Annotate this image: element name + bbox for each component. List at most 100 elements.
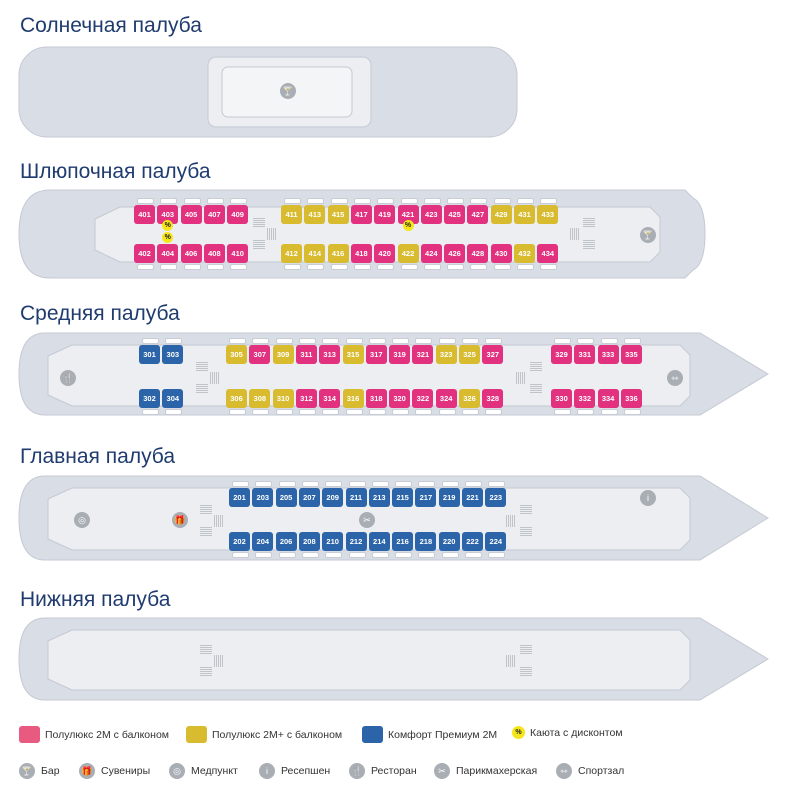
cabin-308[interactable]: 308 (249, 389, 271, 415)
cabin-202[interactable]: 202 (229, 532, 250, 558)
cabin-431[interactable]: 431 (514, 198, 535, 224)
cabin-414[interactable]: 414 (304, 244, 326, 270)
cabin-420[interactable]: 420 (374, 244, 396, 270)
cabin-430[interactable]: 430 (490, 244, 512, 270)
cabin-301[interactable]: 301 (139, 338, 160, 364)
restaurant-icon: 🍴 (349, 763, 365, 779)
cabin-204[interactable]: 204 (252, 532, 274, 558)
cabin-318[interactable]: 318 (365, 389, 387, 415)
cabin-224[interactable]: 224 (485, 532, 507, 558)
legend-label: Полулюкс 2М с балконом (45, 728, 170, 741)
cabin-315[interactable]: 315 (342, 338, 364, 364)
cabin-210[interactable]: 210 (322, 532, 344, 558)
cabin-303[interactable]: 303 (162, 338, 184, 364)
cabin-410[interactable]: 410 (227, 244, 249, 270)
cabin-418[interactable]: 418 (350, 244, 372, 270)
cabin-304[interactable]: 304 (162, 389, 184, 415)
cabin-422[interactable]: 422 (397, 244, 419, 270)
stairs-icon (506, 655, 516, 667)
cabin-429[interactable]: 429 (490, 198, 512, 224)
cabin-223[interactable]: 223 (485, 481, 507, 507)
cabin-407[interactable]: 407 (203, 198, 225, 224)
cabin-306[interactable]: 306 (226, 389, 247, 415)
cabin-217[interactable]: 217 (415, 481, 437, 507)
cabin-221[interactable]: 221 (462, 481, 483, 507)
cabin-305[interactable]: 305 (226, 338, 247, 364)
cabin-216[interactable]: 216 (392, 532, 414, 558)
cabin-316[interactable]: 316 (342, 389, 364, 415)
cabin-212[interactable]: 212 (345, 532, 367, 558)
cabin-328[interactable]: 328 (482, 389, 504, 415)
cabin-404[interactable]: 404 (157, 244, 179, 270)
cabin-322[interactable]: 322 (412, 389, 434, 415)
cabin-215[interactable]: 215 (392, 481, 414, 507)
cabin-405[interactable]: 405 (180, 198, 202, 224)
cabin-419[interactable]: 419 (374, 198, 396, 224)
cabin-428[interactable]: 428 (467, 244, 489, 270)
cabin-412[interactable]: 412 (281, 244, 302, 270)
cabin-416[interactable]: 416 (327, 244, 349, 270)
cabin-219[interactable]: 219 (438, 481, 460, 507)
cabin-209[interactable]: 209 (322, 481, 344, 507)
legend-item: ✂Парикмахерская (434, 763, 537, 779)
cabin-220[interactable]: 220 (438, 532, 460, 558)
cabin-425[interactable]: 425 (444, 198, 466, 224)
cabin-309[interactable]: 309 (272, 338, 294, 364)
cabin-403[interactable]: 403 (157, 198, 179, 224)
cabin-307[interactable]: 307 (249, 338, 271, 364)
cabin-201[interactable]: 201 (229, 481, 250, 507)
stairs-icon (200, 527, 212, 537)
cabin-324[interactable]: 324 (435, 389, 457, 415)
cabin-401[interactable]: 401 (134, 198, 155, 224)
cabin-317[interactable]: 317 (365, 338, 387, 364)
cabin-423[interactable]: 423 (420, 198, 442, 224)
cabin-323[interactable]: 323 (435, 338, 457, 364)
cabin-207[interactable]: 207 (298, 481, 320, 507)
legend-label: Ресторан (371, 765, 417, 777)
cabin-310[interactable]: 310 (272, 389, 294, 415)
cabin-415[interactable]: 415 (327, 198, 349, 224)
cabin-336[interactable]: 336 (620, 389, 642, 415)
cabin-417[interactable]: 417 (350, 198, 372, 224)
cabin-427[interactable]: 427 (467, 198, 489, 224)
cabin-409[interactable]: 409 (227, 198, 249, 224)
cabin-211[interactable]: 211 (345, 481, 367, 507)
cabin-330[interactable]: 330 (551, 389, 572, 415)
cabin-331[interactable]: 331 (574, 338, 596, 364)
cabin-302[interactable]: 302 (139, 389, 160, 415)
cabin-402[interactable]: 402 (134, 244, 155, 270)
cabin-426[interactable]: 426 (444, 244, 466, 270)
cabin-325[interactable]: 325 (459, 338, 480, 364)
cabin-314[interactable]: 314 (319, 389, 341, 415)
cabin-319[interactable]: 319 (389, 338, 411, 364)
cabin-321[interactable]: 321 (412, 338, 434, 364)
cabin-411[interactable]: 411 (281, 198, 302, 224)
cabin-424[interactable]: 424 (420, 244, 442, 270)
cabin-433[interactable]: 433 (537, 198, 559, 224)
cabin-208[interactable]: 208 (298, 532, 320, 558)
cabin-334[interactable]: 334 (597, 389, 619, 415)
cabin-413[interactable]: 413 (304, 198, 326, 224)
cabin-205[interactable]: 205 (275, 481, 297, 507)
cabin-406[interactable]: 406 (180, 244, 202, 270)
cabin-203[interactable]: 203 (252, 481, 274, 507)
cabin-320[interactable]: 320 (389, 389, 411, 415)
cabin-222[interactable]: 222 (462, 532, 483, 558)
cabin-333[interactable]: 333 (597, 338, 619, 364)
cabin-408[interactable]: 408 (203, 244, 225, 270)
cabin-311[interactable]: 311 (295, 338, 317, 364)
cabin-213[interactable]: 213 (368, 481, 390, 507)
cabin-434[interactable]: 434 (537, 244, 559, 270)
cabin-313[interactable]: 313 (319, 338, 341, 364)
cabin-432[interactable]: 432 (514, 244, 535, 270)
cabin-206[interactable]: 206 (275, 532, 297, 558)
cabin-312[interactable]: 312 (295, 389, 317, 415)
cabin-329[interactable]: 329 (551, 338, 572, 364)
cabin-218[interactable]: 218 (415, 532, 437, 558)
cabin-335[interactable]: 335 (620, 338, 642, 364)
cabin-421[interactable]: 421 (397, 198, 419, 224)
cabin-214[interactable]: 214 (368, 532, 390, 558)
cabin-327[interactable]: 327 (482, 338, 504, 364)
cabin-326[interactable]: 326 (459, 389, 480, 415)
cabin-332[interactable]: 332 (574, 389, 596, 415)
